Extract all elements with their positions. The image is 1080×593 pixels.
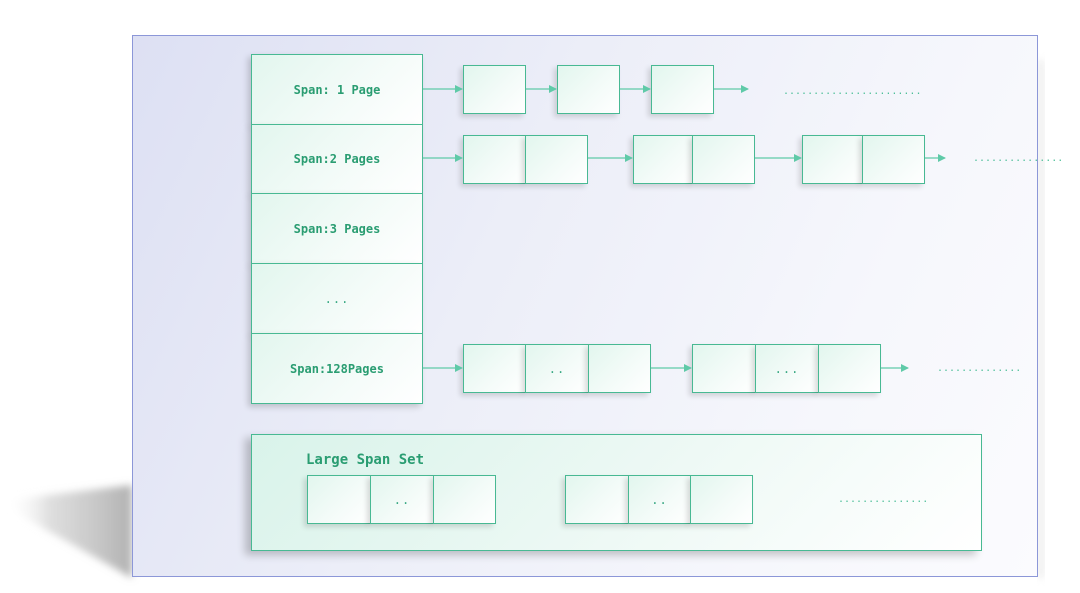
- span-node: ...: [755, 344, 819, 393]
- size-class-label: Span:3 Pages: [293, 221, 381, 236]
- span-node: [692, 344, 756, 393]
- size-class-label: ...: [324, 291, 350, 306]
- size-class-2-pages: Span:2 Pages: [251, 124, 423, 194]
- span-node-label: ...: [774, 361, 800, 376]
- large-span-node: [307, 475, 371, 524]
- span-node-label: ..: [548, 361, 566, 376]
- large-span-node: [433, 475, 496, 524]
- span-node: ..: [525, 344, 589, 393]
- span-node: [463, 344, 526, 393]
- size-class-1-page: Span: 1 Page: [251, 54, 423, 125]
- span-node: [557, 65, 620, 114]
- row1-trailing-ellipsis: .......................: [783, 86, 922, 97]
- large-span-node: ..: [370, 475, 434, 524]
- size-class-label: Span:128Pages: [290, 361, 384, 376]
- size-class-label: Span:2 Pages: [293, 152, 381, 166]
- span-node: [651, 65, 714, 114]
- size-class-128-pages: Span:128Pages: [251, 333, 423, 404]
- large-span-node: [565, 475, 629, 524]
- span-node: [818, 344, 881, 393]
- large-span-node: [690, 475, 753, 524]
- size-class-3-pages: Span:3 Pages: [251, 193, 423, 264]
- span-node: [692, 135, 755, 184]
- size-class-label: Span: 1 Page: [293, 82, 381, 97]
- span-node: [633, 135, 693, 184]
- large-span-set-trailing-ellipsis: ...............: [838, 494, 929, 505]
- span-node: [463, 65, 526, 114]
- row3-trailing-ellipsis: ..............: [937, 363, 1022, 374]
- span-node: [802, 135, 863, 184]
- span-node: [862, 135, 925, 184]
- large-span-node: ..: [628, 475, 691, 524]
- large-span-set-title: Large Span Set: [306, 452, 425, 468]
- span-node-label: ..: [393, 492, 411, 507]
- span-node: [463, 135, 526, 184]
- span-node: [588, 344, 651, 393]
- span-node-label: ..: [651, 492, 668, 507]
- row2-trailing-ellipsis: ...............: [973, 153, 1064, 164]
- size-class-ellipsis: ...: [251, 263, 423, 334]
- span-node: [525, 135, 588, 184]
